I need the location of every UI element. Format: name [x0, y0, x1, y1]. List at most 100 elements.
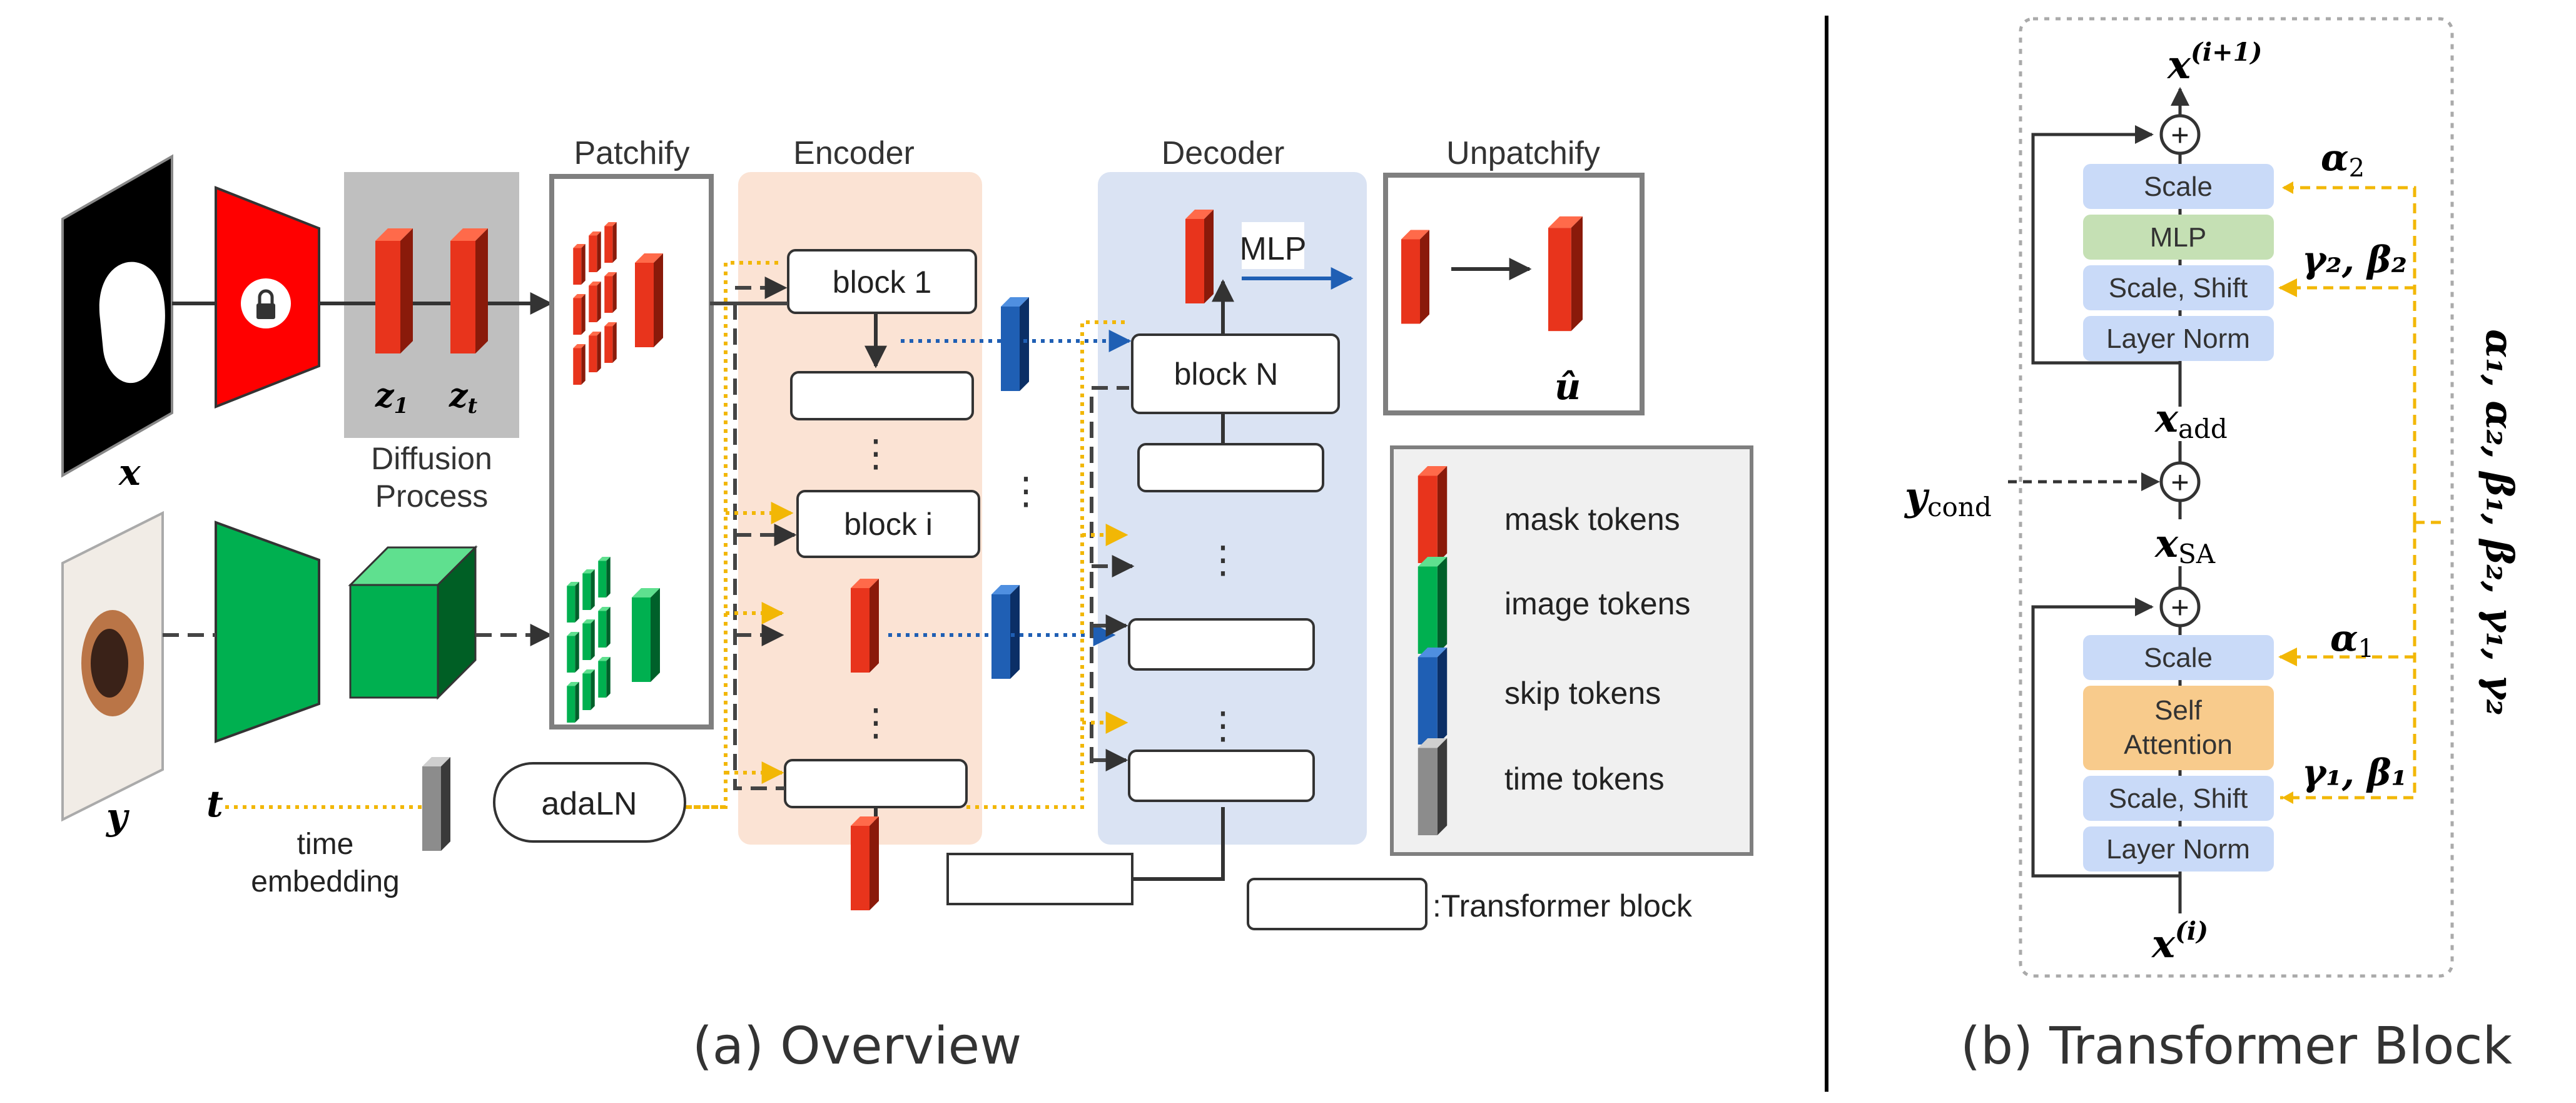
decoder-ellipsis-1: ⋮: [1204, 539, 1242, 581]
latent-input-arrows: [710, 277, 1135, 790]
decoder-ellipsis-2: ⋮: [1204, 704, 1242, 746]
residual-bottom: [2031, 597, 2182, 913]
unpatchify-output: [1548, 216, 1583, 332]
legend-image-swatch: [1417, 557, 1448, 654]
caption-transformer-block: (b) Transformer Block: [1960, 1017, 2512, 1076]
legend-transformer-block-swatch: [1247, 878, 1427, 930]
skip-token-2: [991, 585, 1020, 679]
scale-shift-bottom-label: Scale, Shift: [2109, 783, 2248, 814]
all-params-label: α₁, α₂, β₁, β₂, γ₁, γ₂: [2477, 329, 2521, 716]
layer-norm-bottom-box: [2083, 826, 2274, 872]
image-latent-cube: [348, 545, 478, 700]
alpha2-label: α2: [2321, 136, 2365, 183]
bottleneck-block: [946, 853, 1133, 905]
scale-shift-bottom-box: [2083, 776, 2274, 821]
decoder-block-first: [1128, 750, 1315, 802]
frozen-vae-encoder: [215, 186, 320, 409]
encoder-ellipsis-2: ⋮: [857, 701, 895, 743]
bottleneck-mask-token: [851, 816, 879, 910]
unpatchify-title: Unpatchify: [1446, 135, 1600, 171]
alpha1-label: α1: [2330, 617, 2374, 663]
decoder-title: Decoder: [1162, 135, 1285, 171]
z1-label: z1: [375, 377, 408, 419]
encoder-block-1: [787, 249, 977, 314]
layer-norm-top-label: Layer Norm: [2106, 323, 2250, 354]
encoder-block-i-label: block i: [844, 507, 933, 542]
decoder-block-2: [1137, 443, 1324, 492]
adaln-label: adaLN: [541, 786, 637, 822]
scale-bottom-box: [2083, 635, 2274, 680]
image-patches-grid: [567, 557, 611, 723]
encoder-block-last: [784, 759, 968, 808]
input-y-label: y: [105, 795, 130, 838]
encoder-block-1-label: block 1: [833, 265, 931, 300]
mlp-box: [2083, 215, 2274, 260]
self-attention-box: [2083, 686, 2274, 770]
x-next-label: x(i+1): [2166, 38, 2262, 88]
legend-box: [1390, 445, 1753, 856]
gamma2-beta2-label: γ₂, β₂: [2302, 238, 2407, 281]
alpha2-arrowhead: [2282, 181, 2293, 194]
mask-token-patchified: [635, 253, 663, 347]
decoder-block-n-label: block N: [1174, 357, 1279, 392]
transformer-block-frame: [2019, 17, 2454, 978]
gamma1-beta1-label: γ₁, β₁: [2302, 751, 2407, 794]
skip-ellipsis: ⋮: [1007, 470, 1045, 512]
zt-label: zt: [449, 377, 478, 419]
x-add-label: xadd: [2154, 395, 2228, 444]
scale-shift-top-box: [2083, 265, 2274, 310]
legend-transformer-block-label: :Transformer block: [1433, 888, 1693, 923]
x-sa-label: xSA: [2154, 521, 2216, 569]
scale-shift-top-label: Scale, Shift: [2109, 273, 2248, 303]
time-t-label: t: [206, 783, 223, 825]
input-lesion-image: [61, 511, 164, 822]
encoder-title: Encoder: [793, 135, 915, 171]
input-x-label: x: [118, 451, 141, 494]
add-node-cond-plus: +: [2171, 465, 2189, 500]
decoder-block-n: [1131, 333, 1340, 414]
caption-overview: (a) Overview: [692, 1017, 1022, 1076]
patchify-title: Patchify: [574, 135, 690, 171]
x-in-label: x(i): [2151, 917, 2208, 967]
time-embedding-label-line2: embedding: [251, 865, 400, 898]
legend-mask-label: mask tokens: [1504, 502, 1680, 537]
layer-norm-bottom-label: Layer Norm: [2106, 834, 2250, 865]
encoder-mask-token: [851, 579, 879, 673]
scale-top-box: [2083, 164, 2274, 209]
layer-norm-top-box: [2083, 316, 2274, 361]
input-mask-image: [61, 154, 173, 478]
diffusion-label-line2: Process: [375, 479, 489, 514]
encoder-ellipsis-1: ⋮: [857, 432, 895, 474]
latent-zt-cube: [450, 228, 488, 353]
mlp-label: MLP: [1240, 231, 1307, 267]
time-token: [422, 757, 450, 851]
adaln-parameter-lines: [2278, 186, 2446, 800]
encoder-block-2: [790, 371, 974, 420]
legend-image-label: image tokens: [1504, 586, 1690, 621]
decoder-block-mid: [1128, 618, 1315, 671]
add-node-top-plus: +: [2171, 118, 2189, 153]
legend-skip-swatch: [1417, 648, 1448, 745]
add-node-bottom-plus: +: [2171, 590, 2189, 625]
legend-time-swatch: [1417, 738, 1448, 835]
lock-icon: [256, 303, 275, 319]
diffusion-label-line1: Diffusion: [371, 441, 492, 476]
legend-time-label: time tokens: [1504, 761, 1665, 796]
image-encoder: [215, 521, 320, 743]
unpatchify-input-token: [1401, 230, 1429, 324]
scale-bottom-label: Scale: [2144, 643, 2213, 673]
legend-skip-label: skip tokens: [1504, 676, 1661, 711]
encoder-block-i: [796, 490, 980, 558]
scale-top-label: Scale: [2144, 171, 2213, 202]
self-attention-label-line2: Attention: [2124, 729, 2233, 760]
u-hat-label: û: [1554, 365, 1581, 408]
time-conditioning-lines: [225, 261, 1128, 809]
mlp-block-label: MLP: [2150, 222, 2206, 253]
mask-patches-grid: [573, 222, 617, 385]
latent-z1-cube: [375, 228, 413, 353]
residual-top: [2031, 125, 2182, 407]
legend-mask-swatch: [1417, 466, 1448, 563]
bottleneck-to-decoder: [1132, 807, 1225, 881]
patchify-box: [549, 174, 714, 729]
